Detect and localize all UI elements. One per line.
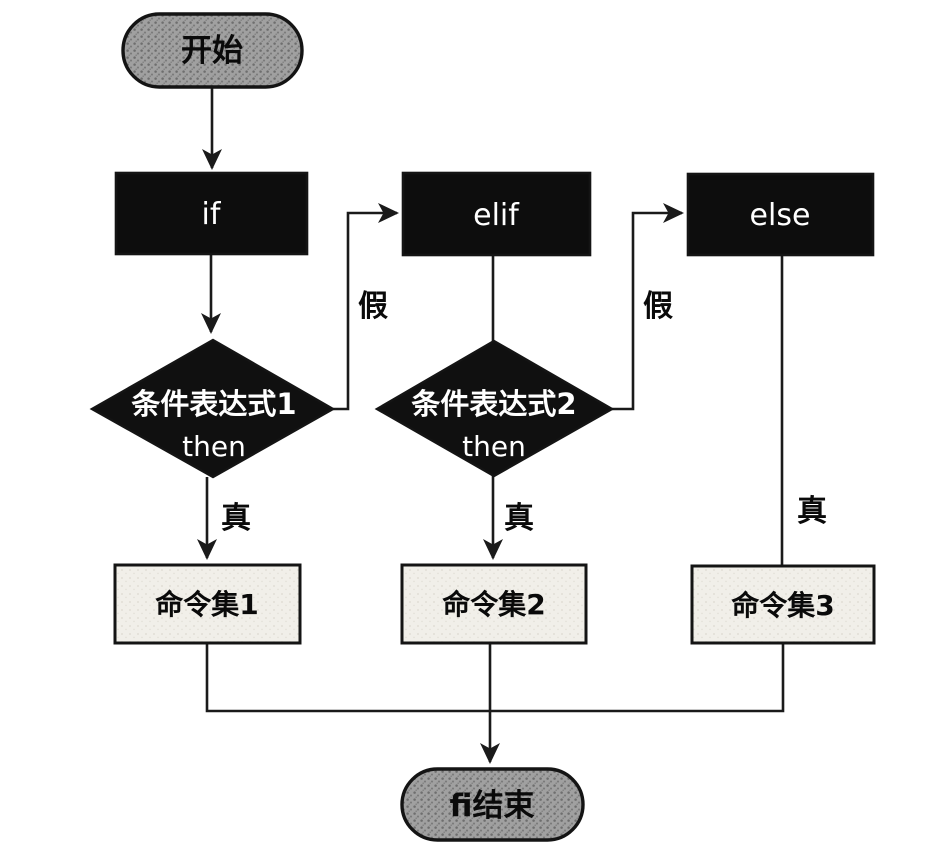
node-condition2: 条件表达式2 then xyxy=(374,339,615,478)
else-shape xyxy=(686,172,875,257)
else-label: else xyxy=(750,198,811,233)
edge-label-true-2: 真 xyxy=(504,501,534,536)
end-shape-texture xyxy=(400,767,585,842)
if-shape xyxy=(114,171,309,256)
edge-labels: 真 假 真 假 真 xyxy=(221,289,827,536)
node-condition1: 条件表达式1 then xyxy=(89,338,336,479)
edge-label-false-1: 假 xyxy=(358,289,388,324)
commands3-shape-texture xyxy=(690,564,876,645)
edge-condition2-false-to-else xyxy=(612,203,684,411)
commands1-shape-texture xyxy=(113,563,302,645)
condition1-then-label: then xyxy=(182,430,246,463)
node-commands3: 命令集3 xyxy=(690,564,876,645)
condition1-shape xyxy=(89,338,336,479)
start-label: 开始 xyxy=(181,33,243,69)
commands2-label: 命令集2 xyxy=(442,588,545,621)
node-else: else xyxy=(686,172,875,257)
condition2-shape xyxy=(374,339,615,478)
edge-label-true-3: 真 xyxy=(797,494,827,529)
node-commands1: 命令集1 xyxy=(113,563,302,645)
node-elif: elif xyxy=(401,171,592,257)
commands2-shape-texture xyxy=(400,563,588,645)
start-shape-texture xyxy=(121,12,304,89)
commands3-label: 命令集3 xyxy=(731,589,834,622)
edge-merge-line xyxy=(205,643,785,713)
node-start: 开始 xyxy=(121,12,304,89)
edge-condition1-false-to-elif xyxy=(333,203,399,411)
node-commands2: 命令集2 xyxy=(400,563,588,645)
if-label: if xyxy=(202,197,222,232)
end-label: fi结束 xyxy=(450,788,535,824)
node-end: fi结束 xyxy=(400,767,585,842)
condition2-then-label: then xyxy=(462,430,526,463)
edge-label-true-1: 真 xyxy=(221,501,251,536)
condition1-label: 条件表达式1 xyxy=(131,387,296,421)
edges xyxy=(197,88,785,764)
commands1-label: 命令集1 xyxy=(155,588,258,621)
elif-label: elif xyxy=(473,198,520,233)
edge-label-false-2: 假 xyxy=(643,289,673,324)
elif-shape xyxy=(401,171,592,257)
condition2-label: 条件表达式2 xyxy=(411,387,576,421)
node-if: if xyxy=(114,171,309,256)
